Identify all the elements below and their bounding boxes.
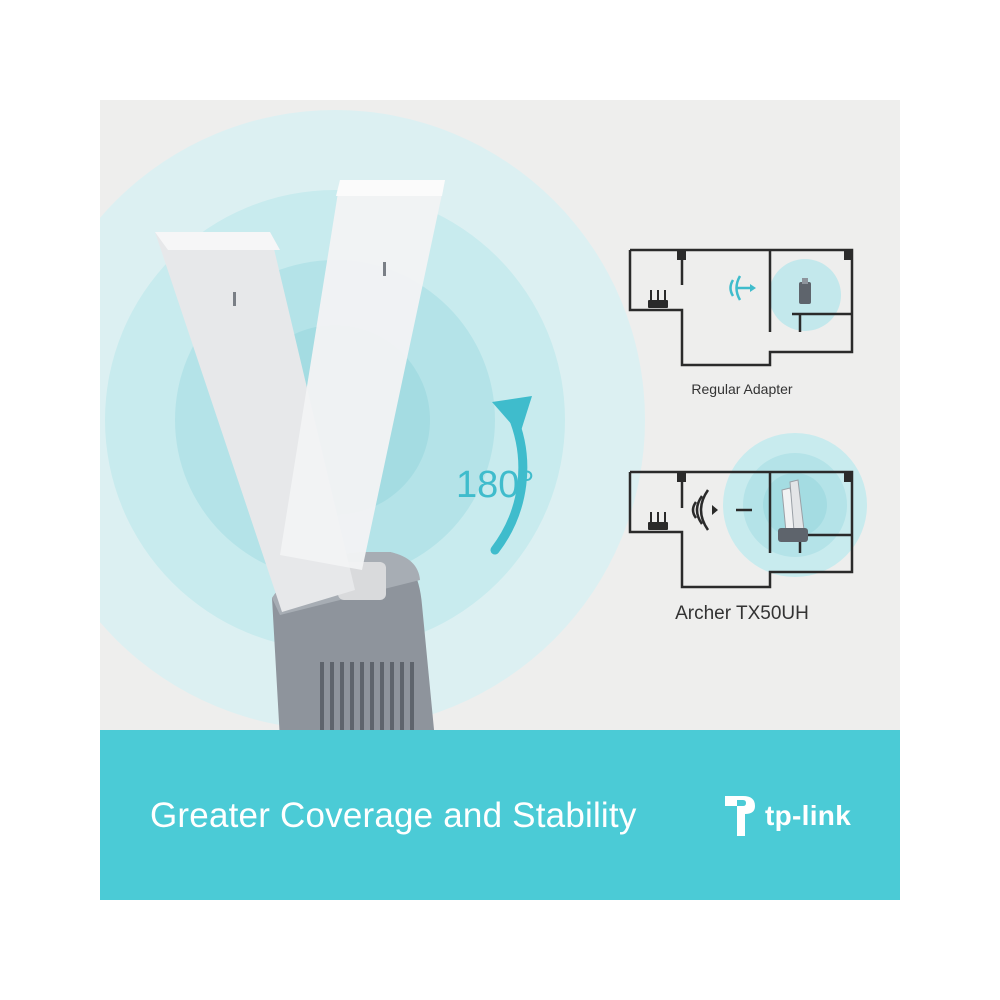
floorplan-archer bbox=[628, 433, 867, 589]
tagline-text: Greater Coverage and Stability bbox=[150, 796, 637, 835]
brand-name: tp-link bbox=[765, 800, 852, 831]
brand-logo: tp-link bbox=[717, 792, 851, 840]
antenna-right bbox=[280, 180, 445, 570]
caption-regular-adapter: Regular Adapter bbox=[691, 381, 793, 397]
product-illustration bbox=[100, 110, 867, 740]
router-icon-archer bbox=[648, 512, 668, 530]
usb-adapter-icon-small bbox=[799, 278, 811, 304]
router-icon bbox=[648, 290, 668, 308]
rotation-angle-label: 180° bbox=[456, 464, 535, 506]
rotate-arrow-icon bbox=[490, 396, 532, 555]
vent-grille bbox=[320, 662, 414, 732]
wifi-signal-icon-weak bbox=[729, 275, 756, 301]
tp-link-logo-icon bbox=[725, 796, 755, 836]
tagline-banner bbox=[100, 730, 900, 900]
usb-adapter-icon-archer bbox=[778, 479, 808, 542]
product-feature-panel: 180° Regular Adapter Archer TX50UH Great… bbox=[100, 100, 900, 900]
wifi-signal-icon bbox=[691, 489, 718, 531]
caption-archer-tx50uh: Archer TX50UH bbox=[675, 603, 809, 624]
